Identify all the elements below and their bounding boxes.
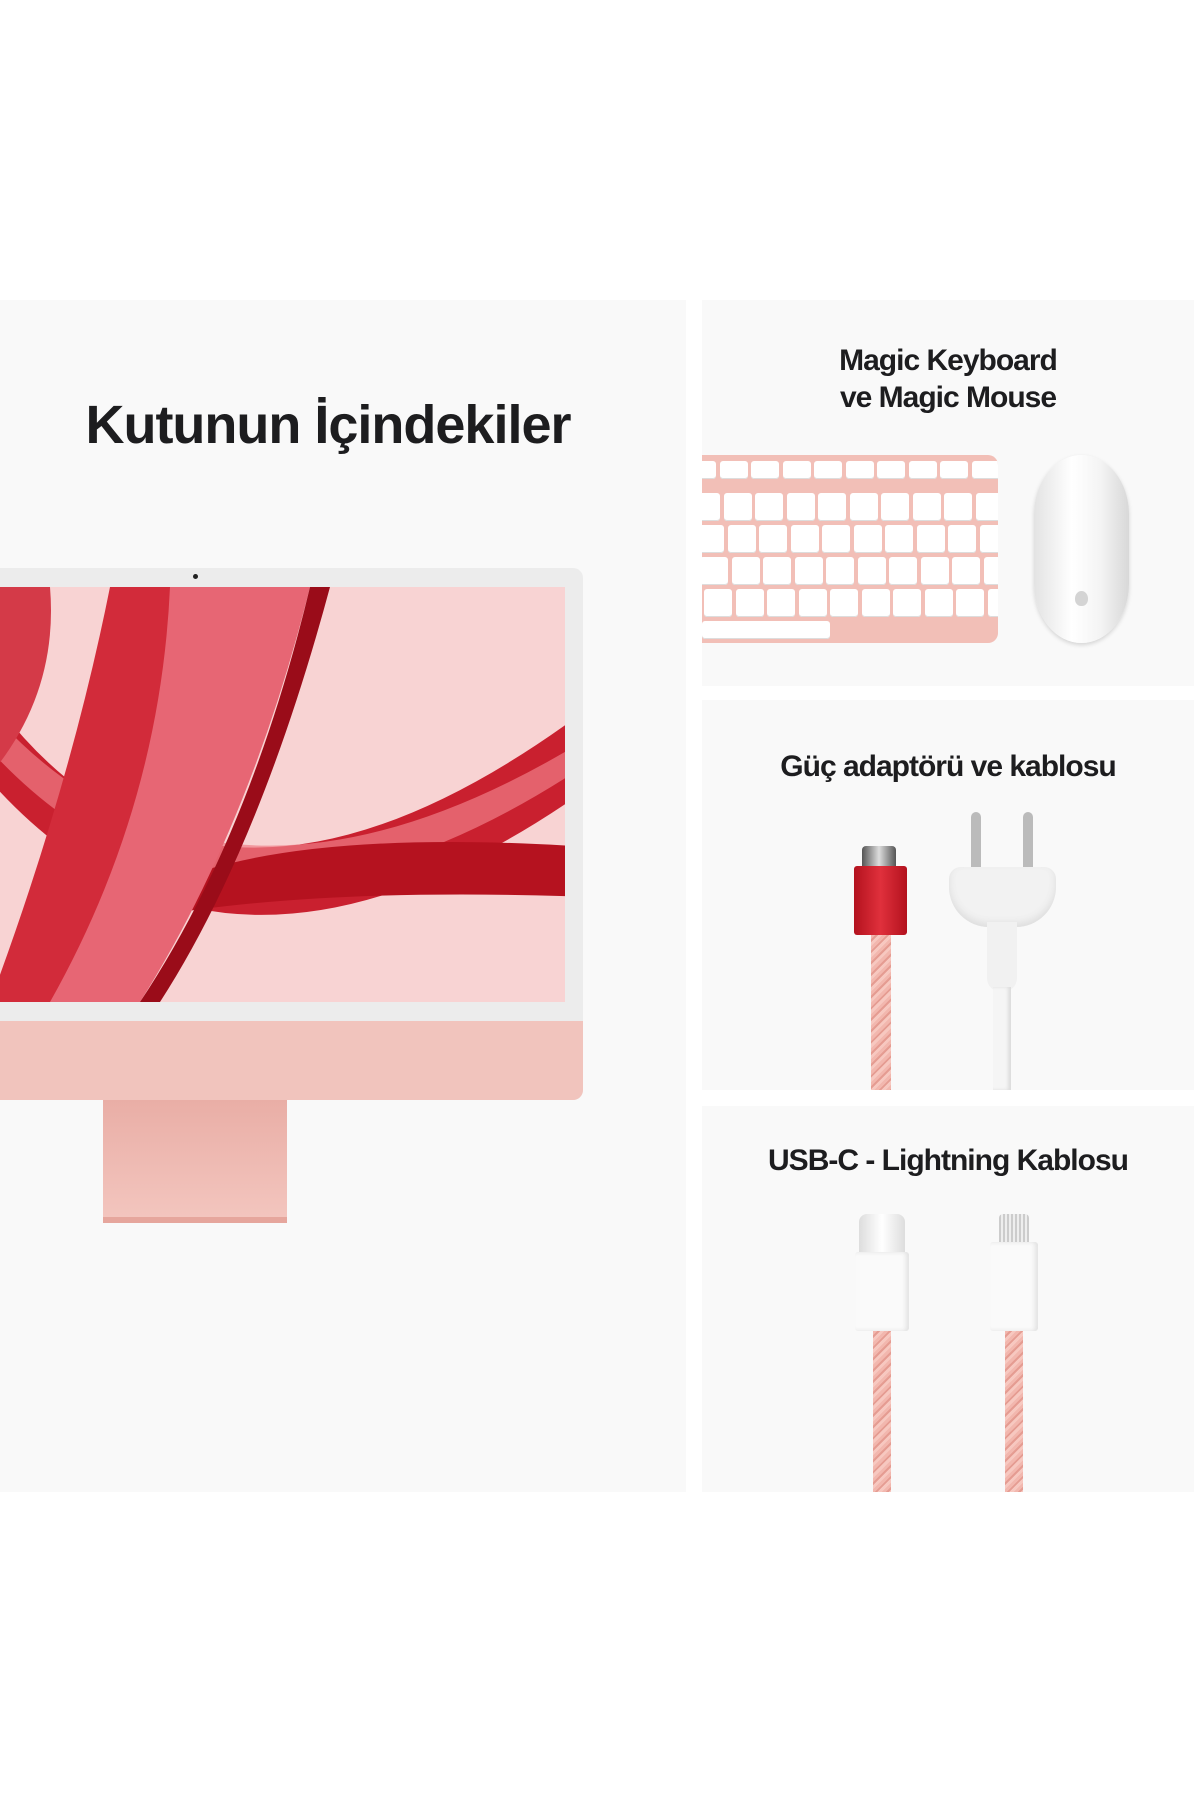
usb-c-connector (855, 1214, 909, 1331)
keyboard-key (782, 461, 811, 479)
keyboard-key (719, 461, 748, 479)
keyboard-key (912, 493, 941, 521)
keyboard-key (893, 589, 921, 617)
lightning-cable (1005, 1331, 1023, 1492)
magic-mouse (1034, 455, 1129, 643)
imac-stand (103, 1100, 287, 1223)
keyboard-key (818, 493, 846, 521)
keyboard-key (723, 493, 752, 521)
usb-c-cable (873, 1331, 891, 1492)
keyboard-key (767, 589, 795, 617)
keyboard-key (704, 589, 732, 617)
power-plug (949, 812, 1056, 1090)
keyboard-key (889, 557, 917, 585)
keyboard-key (759, 525, 787, 553)
keyboard-key (853, 525, 882, 553)
main-panel: Kutunun İçindekiler (0, 300, 686, 1492)
keyboard-key (786, 493, 815, 521)
imac-chin (0, 1021, 583, 1100)
keyboard-key (975, 493, 998, 521)
keyboard-key (983, 557, 998, 585)
cable-title: USB-C - Lightning Kablosu (768, 1144, 1129, 1177)
keyboard-key (735, 589, 764, 617)
keyboard-key (794, 557, 823, 585)
keyboard-key (920, 557, 949, 585)
keyboard-key (830, 589, 858, 617)
page-title: Kutunun İçindekiler (85, 395, 571, 455)
keyboard-key (755, 493, 783, 521)
keyboard-title-line2: ve Magic Mouse (839, 381, 1057, 414)
keyboard-key (971, 461, 998, 479)
keyboard-key (702, 557, 728, 585)
keyboard-key (798, 589, 827, 617)
keyboard-key (702, 493, 720, 521)
usb-c-connector-red (862, 846, 896, 868)
keyboard-key (944, 493, 972, 521)
keyboard-key (940, 461, 968, 479)
keyboard-space-key (702, 621, 830, 639)
keyboard-key (885, 525, 913, 553)
keyboard-key (948, 525, 976, 553)
keyboard-key (814, 461, 842, 479)
keyboard-key (845, 461, 874, 479)
keyboard-key (987, 589, 998, 617)
keyboard-title-line1: Magic Keyboard (839, 344, 1058, 377)
keyboard-key (924, 589, 953, 617)
keyboard-key (952, 557, 980, 585)
imac-screen (0, 587, 565, 1002)
keyboard-key (822, 525, 850, 553)
keyboard-mouse-panel: Magic Keyboard ve Magic Mouse (702, 300, 1194, 686)
lightning-connector (990, 1214, 1038, 1331)
keyboard-key (908, 461, 937, 479)
power-cable (871, 935, 891, 1090)
keyboard-key (916, 525, 945, 553)
keyboard-key (790, 525, 819, 553)
keyboard-key (857, 557, 886, 585)
camera-icon (193, 574, 198, 579)
usb-c-lightning-panel: USB-C - Lightning Kablosu (702, 1106, 1194, 1492)
keyboard-key (702, 525, 724, 553)
apple-logo-icon (1075, 591, 1088, 606)
keyboard-key (849, 493, 878, 521)
magic-keyboard (702, 455, 998, 643)
keyboard-key (956, 589, 984, 617)
imac-illustration (0, 568, 583, 1100)
keyboard-title: Magic Keyboard ve Magic Mouse (702, 342, 1194, 416)
keyboard-key (861, 589, 890, 617)
power-adapter-panel: Güç adaptörü ve kablosu (702, 700, 1194, 1090)
keyboard-key (763, 557, 791, 585)
power-title: Güç adaptörü ve kablosu (780, 750, 1116, 783)
keyboard-key (702, 461, 716, 479)
keyboard-key (727, 525, 756, 553)
keyboard-key (826, 557, 854, 585)
keyboard-key (881, 493, 909, 521)
keyboard-key (979, 525, 998, 553)
keyboard-key (751, 461, 779, 479)
keyboard-key (877, 461, 905, 479)
keyboard-key (731, 557, 760, 585)
